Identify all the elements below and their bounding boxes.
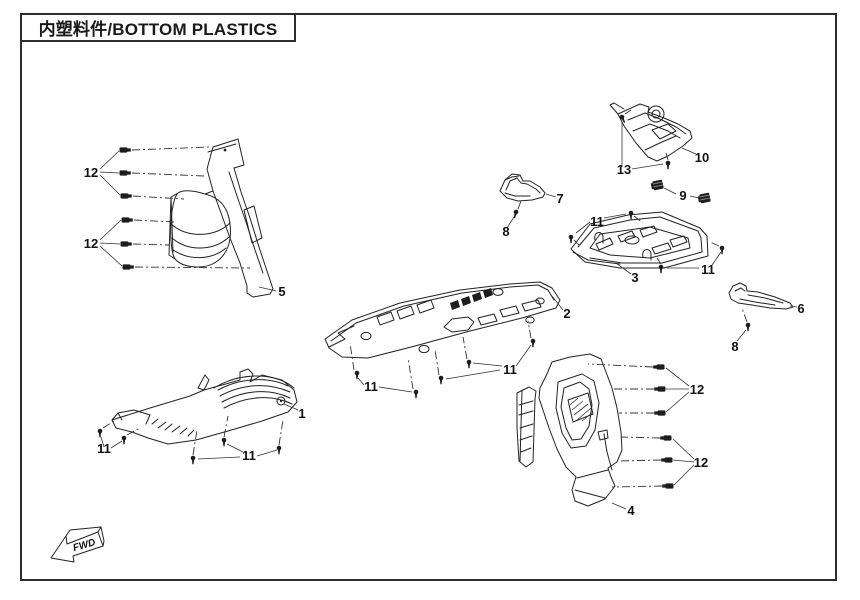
callout-part-3: 3 [631,270,638,285]
part-6-drawing [728,282,798,310]
part-3-drawing [570,211,709,275]
screw-icon [568,234,574,244]
callout-part-6: 6 [797,301,804,316]
screw-icon [190,455,196,465]
screw-icon [354,370,360,380]
callout-screw-11-center-right: 11 [503,362,517,377]
bolt-icon [654,386,666,392]
bolt-icon [653,364,665,370]
part-5-drawing [168,138,274,298]
part-7-drawing [499,173,557,202]
callout-screw-13: 13 [617,162,631,177]
part-7-fasteners [506,200,522,229]
page-title: 内塑料件/BOTTOM PLASTICS [38,20,278,39]
callout-screw-12-upper: 12 [84,165,98,180]
clip-nut-icon [696,192,712,205]
callout-screw-11-part3-right: 11 [701,262,715,277]
screw-icon [530,338,536,348]
bolt-icon [660,435,672,441]
screw-icon [745,322,751,332]
screw-icon [658,264,664,274]
clip-nuts-9 [649,179,712,205]
part-2-drawing [324,281,564,359]
part-5-fasteners [99,146,277,292]
screw-icon [466,359,472,369]
bolt-icon [121,217,133,223]
screw-icon [97,428,103,438]
callout-screw-12-part4-upper: 12 [690,382,704,397]
callout-part-4: 4 [627,503,635,518]
callout-screw-12-part4-lower: 12 [694,455,708,470]
part-1-drawing [111,368,299,445]
bolt-icon [122,264,134,270]
callout-part-2: 2 [563,306,570,321]
bolt-icon [654,410,666,416]
callout-screw-11-center-left: 11 [364,379,378,394]
callout-screw-8-part7: 8 [502,224,509,239]
screw-icon [413,389,419,399]
fwd-direction-arrow: FWD [50,526,105,563]
part-3-fasteners [568,210,725,274]
bolt-icon [119,147,131,153]
screw-icon [221,437,227,447]
screw-icon [665,160,671,170]
part-4-fasteners [587,363,695,489]
screw-icon [276,445,282,455]
callout-part-10: 10 [695,150,709,165]
bolt-icon [662,483,674,489]
part-2-fasteners [349,320,536,399]
callout-screw-11-part1-left: 11 [97,441,111,456]
bolt-icon [661,457,673,463]
part-6-fasteners [736,307,751,342]
callout-screw-8-part6: 8 [731,339,738,354]
callout-clip-9: 9 [679,188,686,203]
screw-icon [438,375,444,385]
callout-screw-11-part3-left: 11 [590,214,604,229]
screw-icon [121,435,127,445]
screw-icon [512,209,519,219]
callout-part-7: 7 [556,191,563,206]
bolt-icon [119,170,131,176]
callout-screw-11-part1-bottom: 11 [242,448,256,463]
part-10-fasteners [618,109,671,170]
part-10-drawing [609,102,697,162]
bolt-icon [120,241,132,247]
callout-part-1: 1 [298,406,305,421]
callout-screw-12-lower: 12 [84,236,98,251]
title-box: 内塑料件/BOTTOM PLASTICS [20,13,296,42]
part-1-fasteners [97,415,284,465]
bolt-icon [120,193,132,199]
clip-nut-icon [649,179,665,192]
part-4-drawing [516,353,627,510]
callout-part-5: 5 [278,284,285,299]
fwd-label: FWD [72,537,97,554]
